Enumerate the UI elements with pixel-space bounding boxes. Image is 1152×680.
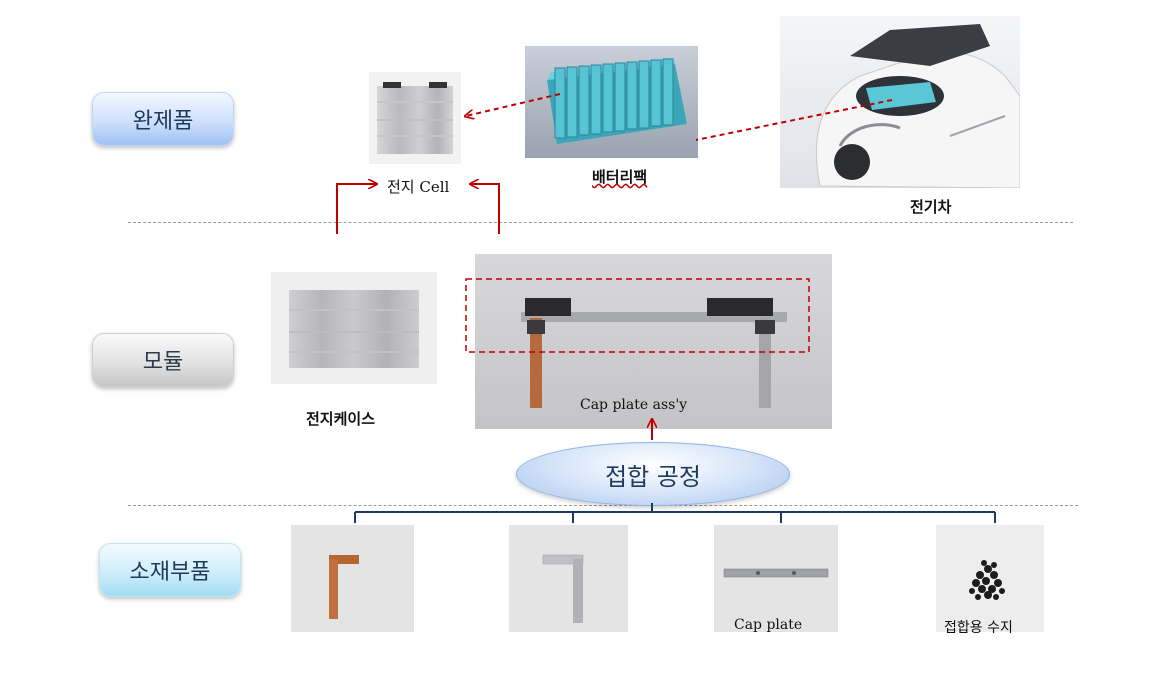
cap-plate-highlight-box: [465, 278, 810, 353]
joining-process-ellipse: 접합 공정: [516, 442, 790, 506]
pack-to-cell-arrow: [466, 93, 561, 116]
tier-materials-badge: 소재부품: [99, 543, 241, 597]
joining-process-label: 접합 공정: [605, 462, 701, 491]
battery-case-label: 전지케이스: [306, 410, 376, 428]
copper-terminal-image: [291, 525, 414, 632]
divider-top: [128, 222, 1073, 223]
battery-case-image: [271, 272, 437, 384]
cap-plate-assembly-label: Cap plate ass'y: [580, 397, 688, 413]
assy-to-cell-arrow: [471, 184, 500, 234]
divider-bottom: [128, 505, 1078, 506]
materials-tree: [354, 503, 996, 523]
battery-cell-image: [369, 72, 461, 164]
cap-plate-image: [714, 525, 838, 632]
battery-cell-label: 전지 Cell: [387, 178, 450, 196]
electric-car-label: 전기차: [910, 198, 952, 216]
cap-plate-assembly-image: [475, 254, 832, 429]
battery-pack-label: 배터리팩: [592, 168, 648, 186]
ev-to-pack-line: [695, 99, 893, 141]
battery-pack-image: [525, 46, 698, 158]
case-to-cell-arrow: [336, 184, 376, 234]
tier-finished-badge: 완제품: [92, 92, 234, 146]
electric-car-image: [780, 16, 1021, 189]
aluminum-terminal-image: [509, 525, 628, 632]
resin-label: 접합용 수지: [944, 620, 1013, 636]
resin-pellets-image: [936, 525, 1044, 632]
cap-plate-label: Cap plate: [734, 617, 803, 633]
tier-module-badge: 모듈: [92, 333, 234, 387]
